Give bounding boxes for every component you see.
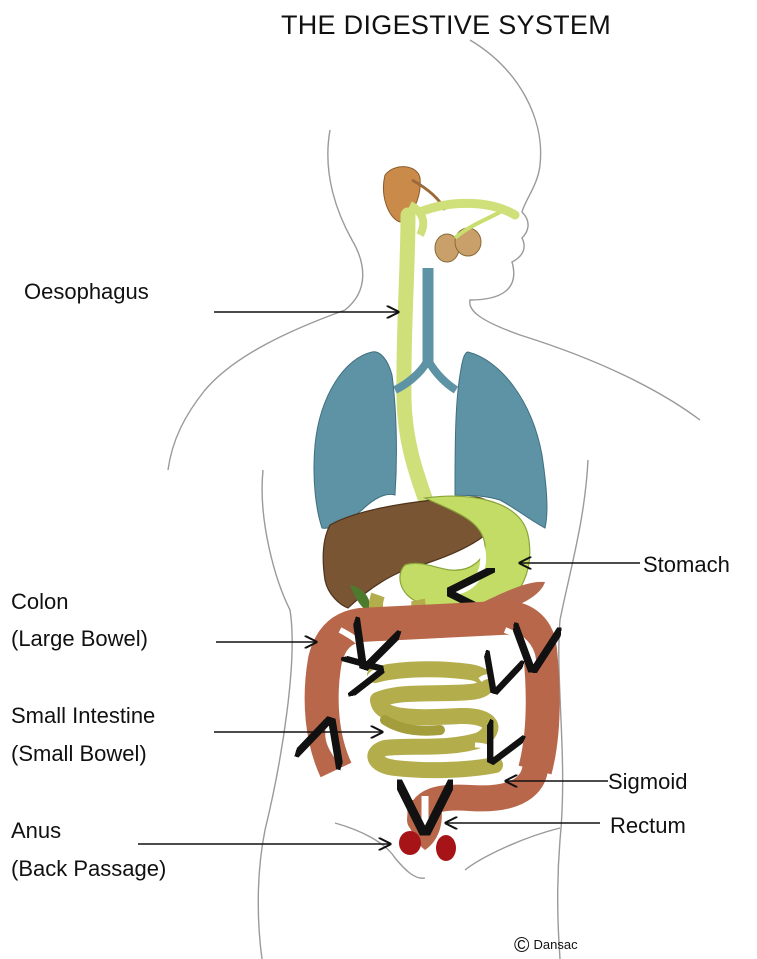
label-colon-line1: Colon [11,586,68,617]
label-small-intestine-line2: (Small Bowel) [11,738,147,769]
label-oesophagus: Oesophagus [24,276,149,307]
anus-sphincter-right [436,835,456,861]
diagram-title: THE DIGESTIVE SYSTEM [0,10,757,41]
label-small-intestine-line1: Small Intestine [11,700,155,731]
label-colon-line2: (Large Bowel) [11,623,148,654]
label-rectum: Rectum [610,810,686,841]
label-sigmoid: Sigmoid [608,766,687,797]
copyright-notice: © Dansac [514,934,578,958]
small-intestine [375,669,495,770]
copyright-icon: © [514,934,529,957]
copyright-owner: Dansac [533,937,577,952]
label-anus-line2: (Back Passage) [11,853,166,884]
label-stomach: Stomach [643,549,730,580]
anus-sphincter-left [399,831,421,855]
label-anus-line1: Anus [11,815,61,846]
